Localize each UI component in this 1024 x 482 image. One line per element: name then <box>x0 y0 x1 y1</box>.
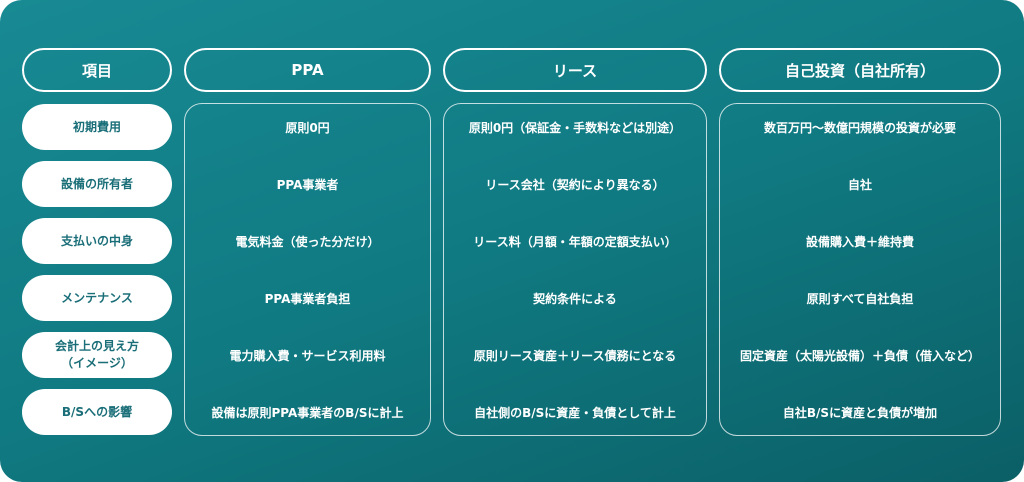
cell-self: 数百万円〜数億円規模の投資が必要 <box>763 120 956 135</box>
column-self: 数百万円〜数億円規模の投資が必要自社設備購入費＋維持費原則すべて自社負担固定資産… <box>719 103 1001 436</box>
header-self: 自己投資（自社所有） <box>719 48 1001 92</box>
header-ppa: PPA <box>184 48 431 92</box>
cell-self: 原則すべて自社負担 <box>806 291 914 306</box>
cell-lease: 原則0円（保証金・手数料などは別途） <box>468 120 682 135</box>
row-label: メンテナンス <box>22 275 172 321</box>
row-label: 支払いの中身 <box>22 218 172 264</box>
row-label: 会計上の見え方 （イメージ） <box>22 332 172 378</box>
cell-lease: 原則リース資産＋リース債務にとなる <box>473 348 677 363</box>
cell-lease: 契約条件による <box>533 291 617 306</box>
cell-self: 固定資産（太陽光設備）＋負債（借入など） <box>739 348 980 363</box>
header-item: 項目 <box>22 48 172 92</box>
cell-ppa: 電力購入費・サービス利用料 <box>229 348 386 363</box>
row-label: 初期費用 <box>22 104 172 150</box>
cell-ppa: 原則0円 <box>285 120 330 135</box>
cell-lease: リース料（月額・年額の定額支払い） <box>473 234 677 249</box>
row-label: B/Sへの影響 <box>22 389 172 435</box>
column-lease: 原則0円（保証金・手数料などは別途） リース会社（契約により異なる） リース料（月額… <box>443 103 707 436</box>
header-lease: リース <box>443 48 707 92</box>
cell-ppa: 設備は原則PPA事業者のB/Sに計上 <box>211 405 404 420</box>
cell-ppa: 電気料金（使った分だけ） <box>235 234 380 249</box>
cell-self: 自社 <box>847 177 872 192</box>
row-label: 設備の所有者 <box>22 161 172 207</box>
cell-lease: リース会社（契約により異なる） <box>485 177 665 192</box>
cell-ppa: PPA事業者負担 <box>264 291 351 306</box>
cell-self: 自社B/Sに資産と負債が増加 <box>782 405 938 420</box>
cell-ppa: PPA事業者 <box>276 177 339 192</box>
cell-lease: 自社側のB/Sに資産・負債として計上 <box>474 405 676 420</box>
column-ppa: 原則0円 PPA事業者電気料金（使った分だけ） PPA事業者負担電力購入費・サービス… <box>184 103 431 436</box>
cell-self: 設備購入費＋維持費 <box>805 234 914 249</box>
